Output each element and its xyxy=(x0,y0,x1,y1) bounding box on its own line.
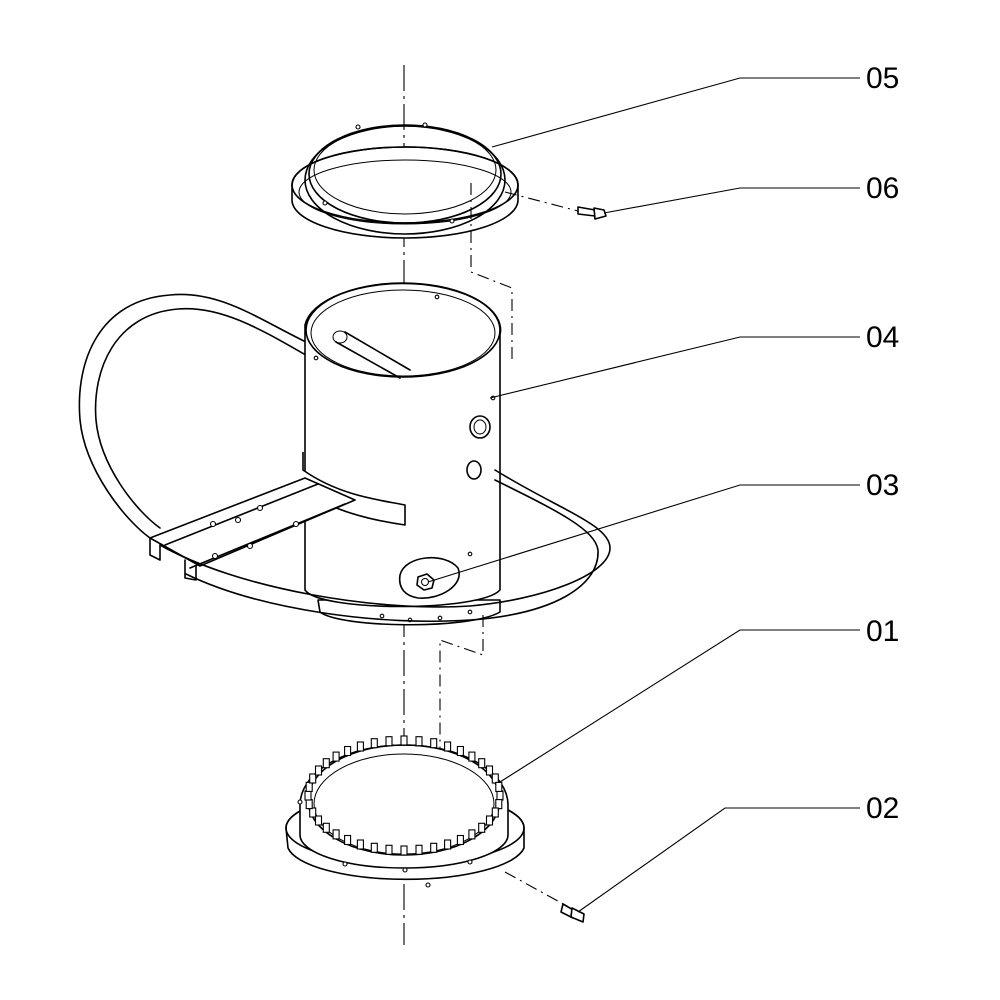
ring-tooth xyxy=(491,807,499,818)
ring-tooth xyxy=(444,741,452,752)
ring-tooth xyxy=(309,807,317,818)
leader-lines xyxy=(427,77,860,913)
ring-tooth xyxy=(314,765,323,776)
ring-tooth xyxy=(415,736,423,747)
ring-tooth xyxy=(305,781,313,792)
ring-tooth xyxy=(314,815,323,826)
ring-tooth xyxy=(478,758,486,769)
callout-01: 01 xyxy=(866,615,899,648)
part-02-screw xyxy=(504,871,585,923)
ring-tooth xyxy=(468,751,476,762)
ring-tooth xyxy=(456,834,464,846)
ring-tooth xyxy=(304,790,312,801)
part-01-bottom-ring xyxy=(285,735,525,888)
ring-tooth xyxy=(370,738,378,749)
ring-tooth xyxy=(495,781,503,792)
ring-tooth xyxy=(400,845,408,856)
ring-tooth xyxy=(309,773,317,784)
ring-tooth xyxy=(344,834,352,846)
ring-tooth xyxy=(430,738,438,749)
ring-tooth xyxy=(385,844,393,855)
part-04-body xyxy=(78,282,611,626)
ring-tooth xyxy=(478,822,486,833)
ring-tooth xyxy=(332,751,340,762)
ring-tooth xyxy=(496,790,504,801)
alignment-line-upper xyxy=(470,183,513,360)
ring-tooth xyxy=(444,839,452,850)
callout-04: 04 xyxy=(866,321,899,354)
ring-tooth xyxy=(356,741,364,752)
ring-tooth xyxy=(485,765,494,776)
leader-05 xyxy=(491,77,860,148)
ring-tooth xyxy=(400,735,408,746)
callout-02: 02 xyxy=(866,792,899,825)
ring-tooth xyxy=(344,745,352,757)
leader-06 xyxy=(603,187,860,214)
leader-02 xyxy=(577,807,860,913)
ring-tooth xyxy=(305,799,313,810)
ring-tooth xyxy=(456,745,464,757)
ring-tooth xyxy=(356,839,364,850)
ring-tooth xyxy=(468,829,476,840)
ring-tooth xyxy=(322,822,330,833)
ring-tooth xyxy=(495,799,503,810)
ring-tooth xyxy=(332,829,340,840)
callout-06: 06 xyxy=(866,172,899,205)
leader-03 xyxy=(427,484,860,583)
ring-tooth xyxy=(415,844,423,855)
ring-tooth xyxy=(322,758,330,769)
leader-04 xyxy=(489,336,860,399)
leader-01 xyxy=(499,629,860,783)
ring-tooth xyxy=(385,736,393,747)
ring-tooth xyxy=(430,842,438,853)
part-05-top-ring xyxy=(291,122,519,239)
ring-tooth xyxy=(491,773,499,784)
callout-03: 03 xyxy=(866,469,899,502)
ring-tooth xyxy=(485,815,494,826)
ring-tooth xyxy=(370,842,378,853)
part-06-screw xyxy=(504,191,607,220)
callout-05: 05 xyxy=(866,62,899,95)
